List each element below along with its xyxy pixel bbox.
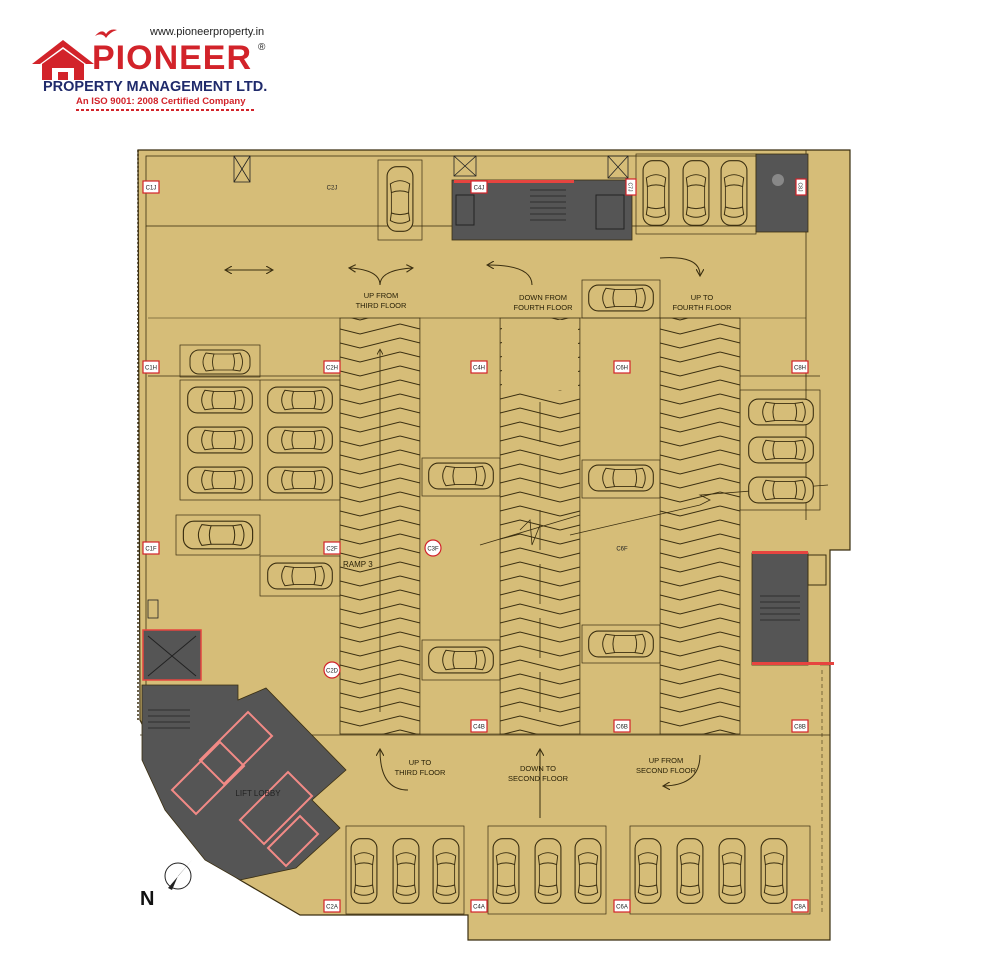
column-c1f: C1F [142,541,160,555]
column-c8h: C8H [791,360,809,374]
column-c6h: C6H [613,360,631,374]
column-c4b: C4B [470,719,488,733]
company-logo [28,24,288,114]
column-label: C6H [616,366,628,372]
ramp-up-from-third [339,317,421,735]
ramp-up-to-fourth [659,317,741,735]
column-c2a: C2A [323,899,341,913]
column-c2j: C2J [327,186,338,192]
column-c2h: C2H [323,360,341,374]
brand-underline [76,109,256,111]
column-c2d: C2D [323,661,341,679]
column-markers: C1J C2J C4J C7J C8J C1H C2H C4H C6H C8H C1F C2F C3F C… [142,178,809,913]
brand-name: PIONEER [92,39,253,77]
column-label: C4B [473,725,485,731]
ramp-3-label: RAMP 3 [343,560,373,569]
column-label: C8H [794,366,806,372]
column-c8a: C8A [791,899,809,913]
house-logo-icon [32,40,94,80]
label-up-to-third-2: THIRD FLOOR [395,768,446,777]
registered-mark: ® [258,42,266,53]
bird-icon [95,29,117,38]
certification-text: An ISO 9001: 2008 Certified Company [76,96,246,107]
column-c4h: C4H [470,360,488,374]
label-up-from-second-1: UP FROM [649,756,683,765]
label-down-to-second-1: DOWN TO [520,764,556,773]
north-arrow-icon: N [140,888,154,910]
column-label: C6A [616,905,628,911]
column-label: C4H [473,366,485,372]
column-label: C4J [474,186,485,192]
column-c8j: C8J [795,178,807,196]
column-label: C8J [797,183,803,192]
label-down-to-second-2: SECOND FLOOR [508,774,569,783]
column-c3f: C3F [424,539,442,557]
column-c6b: C6B [613,719,631,733]
column-c7j: C7J [625,178,637,196]
label-up-to-fourth-2: FOURTH FLOOR [672,303,732,312]
column-label: C1F [145,547,157,553]
column-c4a: C4A [470,899,488,913]
label-up-to-fourth-1: UP TO [691,293,714,302]
label-up-from-second-2: SECOND FLOOR [636,766,697,775]
column-label: C2D [326,669,339,675]
label-down-from-fourth-2: FOURTH FLOOR [513,303,573,312]
column-c4j: C4J [470,180,488,194]
column-label: C1J [146,186,157,192]
column-label: C8B [794,725,806,731]
north-indicator: N [140,860,192,910]
company-name: PROPERTY MANAGEMENT LTD. [43,79,268,95]
service-shafts [147,155,629,619]
column-c1h: C1H [142,360,160,374]
label-up-from-third-2: THIRD FLOOR [356,301,407,310]
column-c1j: C1J [142,180,160,194]
label-up-to-third-1: UP TO [409,758,432,767]
column-label: C3F [427,547,439,553]
ramp-down-from-fourth [499,317,581,735]
label-up-from-third-1: UP FROM [364,291,398,300]
ramp-labels: UP FROM THIRD FLOOR DOWN FROM FOURTH FLO… [356,291,733,783]
column-label: C2H [326,366,338,372]
stair-core-right [751,551,834,666]
column-label: C4A [473,905,485,911]
column-label: C6F [616,547,628,553]
column-label: C2J [327,186,338,192]
traffic-arrows [226,257,700,818]
column-c8b: C8B [791,719,809,733]
column-label: C8A [794,905,806,911]
column-label: C2F [326,547,338,553]
column-c6a: C6A [613,899,631,913]
label-down-from-fourth-1: DOWN FROM [519,293,567,302]
lift-lobby-core [141,629,347,881]
column-c6f: C6F [616,547,628,553]
column-label: C6B [616,725,628,731]
website-url: www.pioneerproperty.in [150,26,265,38]
column-label: C2A [326,905,338,911]
lift-lobby-label: LIFT LOBBY [235,789,281,798]
parking-floor-plan: LIFT LOBBY UP FROM THIRD FLOOR DOWN FROM… [137,149,851,941]
column-c2f: C2F [323,541,341,555]
column-label: C7J [627,183,633,192]
column-label: C1H [145,366,157,372]
